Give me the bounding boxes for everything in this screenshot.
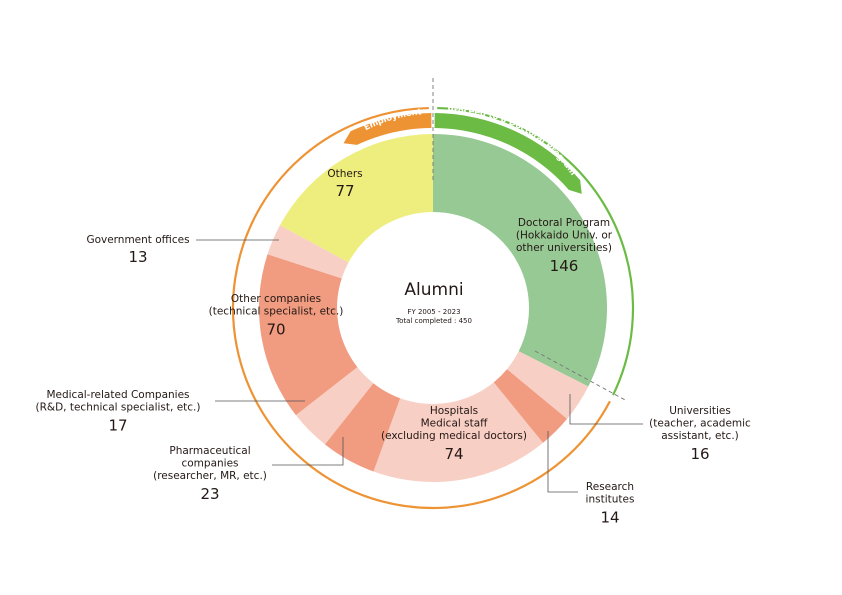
value-doctoral-program: 146 <box>550 257 579 275</box>
center-subtitle: FY 2005 - 2023 <box>407 308 460 316</box>
employment-group-arc <box>231 106 611 510</box>
value-others: 77 <box>335 182 354 200</box>
leader-research-institutes <box>547 431 578 493</box>
label-medical-related-companies: Medical-related Companies(R&D, technical… <box>36 389 201 414</box>
bottom-divider-line <box>534 350 628 402</box>
doctoral-group-arc <box>437 106 635 396</box>
employment-banner <box>343 113 432 145</box>
label-government-offices: Government offices <box>86 234 189 246</box>
slice-medical-related-companies <box>295 367 374 445</box>
slice-government-offices <box>267 225 349 279</box>
center-title: Alumni <box>404 280 463 300</box>
value-research: 14 <box>600 509 619 527</box>
slice-universities <box>506 351 589 419</box>
slice-others <box>279 134 433 263</box>
slice-hospitals <box>373 382 543 482</box>
leader-lines <box>196 239 643 493</box>
value-medical-related-companies: 17 <box>108 417 127 435</box>
doctoral-banner <box>434 113 582 194</box>
leader-universities <box>569 394 643 425</box>
value-government-offices: 13 <box>128 248 147 266</box>
slice-doctoral-program <box>433 134 607 387</box>
slice-other-companies <box>259 254 358 416</box>
slice-pharmaceutical <box>324 383 401 472</box>
donut-slices <box>259 134 607 482</box>
leader-pharmaceutical <box>272 437 344 466</box>
value-pharmaceutical: 23 <box>200 485 219 503</box>
center-total: Total completed : 450 <box>395 317 472 325</box>
value-other-companies: 70 <box>266 321 285 339</box>
label-others: Others <box>327 168 362 180</box>
label-other-companies: Other companies(technical specialist, et… <box>209 293 344 318</box>
value-universities: 16 <box>690 445 709 463</box>
slice-research <box>493 369 568 443</box>
value-hospitals: 74 <box>444 445 463 463</box>
